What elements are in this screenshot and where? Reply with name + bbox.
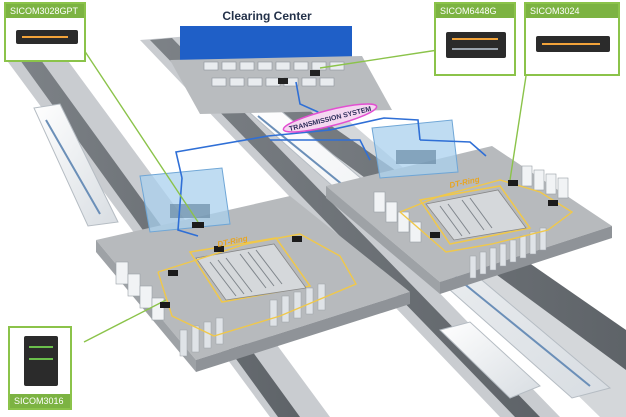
clearing-center-title: Clearing Center bbox=[222, 9, 312, 23]
port-indicator bbox=[29, 346, 53, 348]
device-label-sicom3028gpt: SICOM3028GPT bbox=[6, 4, 84, 18]
port-indicator bbox=[452, 38, 498, 40]
train-bottom bbox=[439, 321, 541, 399]
port-indicator bbox=[452, 48, 498, 50]
station-right bbox=[326, 119, 612, 294]
train-left bbox=[33, 103, 119, 227]
port-indicator bbox=[29, 358, 53, 360]
callout-sicom6448g: SICOM6448G bbox=[434, 2, 516, 76]
station-left bbox=[96, 167, 410, 372]
port-indicator bbox=[542, 43, 600, 45]
callout-sicom3024: SICOM3024 bbox=[524, 2, 620, 76]
port-indicator bbox=[22, 36, 68, 38]
network-nodes bbox=[160, 180, 558, 308]
ring-links bbox=[157, 179, 574, 337]
device-label-sicom3024: SICOM3024 bbox=[526, 4, 618, 18]
switch-device-image bbox=[16, 30, 78, 44]
switch-device-image bbox=[446, 32, 506, 58]
switch-device-image bbox=[24, 336, 58, 386]
callout-sicom3028gpt: SICOM3028GPT bbox=[4, 2, 86, 62]
clearing-center bbox=[170, 26, 392, 114]
callout-leaders bbox=[83, 49, 527, 343]
device-label-sicom6448g: SICOM6448G bbox=[436, 4, 514, 18]
switch-device-image bbox=[536, 36, 610, 52]
callout-sicom3016: SICOM3016 bbox=[8, 326, 72, 410]
device-label-sicom3016: SICOM3016 bbox=[10, 394, 70, 408]
